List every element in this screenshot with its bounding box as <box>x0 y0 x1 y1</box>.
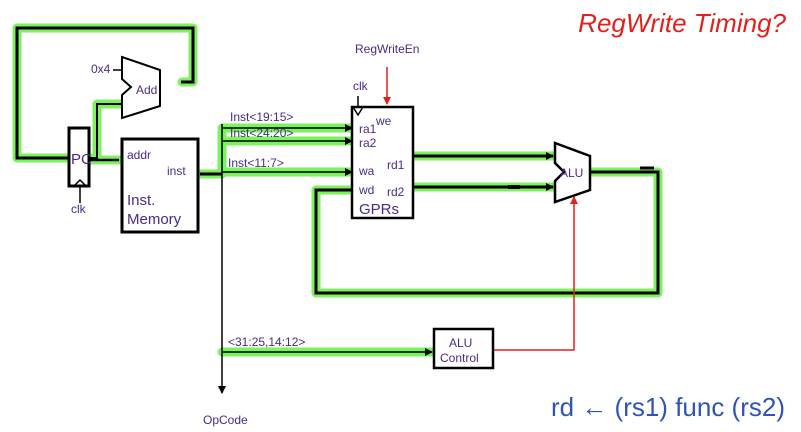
alu-control-line1: ALU <box>449 336 472 350</box>
gpr-we-port: we <box>375 114 392 128</box>
pc-clk-label: clk <box>71 202 87 216</box>
pc-label: PC <box>71 151 92 168</box>
pc-adder <box>121 55 161 120</box>
alu-label: ALU <box>560 166 583 180</box>
field-inst-24-20: Inst<24:20> <box>230 126 293 140</box>
alu-control-line2: Control <box>440 351 479 365</box>
clock-edge-icon <box>351 106 365 117</box>
adder-label: Add <box>136 83 157 97</box>
gpr-rd2-port: rd2 <box>387 185 405 199</box>
register-file <box>350 105 415 220</box>
clock-edge-icon <box>72 178 88 187</box>
alu-control <box>432 327 495 370</box>
field-funct-bits: <31:25,14:12> <box>228 335 305 349</box>
operation-formula: rd ← (rs1) func (rs2) <box>551 392 785 422</box>
gpr-wa-port: wa <box>358 164 375 178</box>
pc-register <box>67 126 91 188</box>
gpr-rd1-port: rd1 <box>387 158 405 172</box>
gpr-ra2-port: ra2 <box>359 136 377 150</box>
regwrite-enable-label: RegWriteEn <box>355 42 419 56</box>
constant-4-label: 0x4 <box>91 62 111 76</box>
opcode-label: OpCode <box>203 413 248 427</box>
imem-inst-label: inst <box>167 164 186 178</box>
wires <box>15 26 660 394</box>
imem-addr-label: addr <box>127 148 151 162</box>
alu <box>553 141 592 204</box>
gpr-ra1-port: ra1 <box>359 122 377 136</box>
slide-title: RegWrite Timing? <box>578 8 786 38</box>
alu-op-signal <box>494 196 578 351</box>
gpr-wd-port: wd <box>358 183 374 197</box>
field-inst-11-7: Inst<11:7> <box>228 156 284 170</box>
instruction-memory <box>120 137 200 234</box>
gpr-clk-label: clk <box>353 79 369 93</box>
imem-name-line2: Memory <box>127 211 182 228</box>
gpr-name-label: GPRs <box>359 201 399 218</box>
control-signals <box>383 67 578 351</box>
imem-name-line1: Inst. <box>127 192 155 209</box>
field-inst-19-15: Inst<19:15> <box>230 110 293 124</box>
